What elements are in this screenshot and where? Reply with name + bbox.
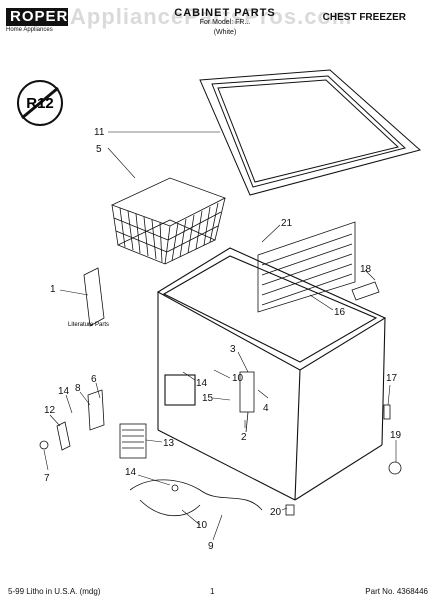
callout-2: 2 (241, 432, 247, 443)
model-line: For Model: FR... (199, 19, 251, 26)
callout-16: 16 (334, 307, 346, 318)
brand-subtitle: Home Appliances (6, 27, 53, 33)
part-19 (388, 461, 402, 475)
footer-part-number: Part No. 4368446 (365, 587, 428, 596)
callout-14a: 14 (196, 378, 208, 389)
callout-17: 17 (386, 373, 398, 384)
callout-3: 3 (230, 344, 236, 355)
page-title: CABINET PARTS (174, 7, 276, 19)
footer-print-info: 5-99 Litho in U.S.A. (mdg) (8, 587, 101, 596)
page-title-block: CABINET PARTS For Model: FR... (White) (150, 8, 300, 38)
callout-8: 8 (75, 383, 81, 394)
part-20 (285, 504, 295, 516)
lid-gasket (199, 69, 422, 196)
leader-lines (43, 131, 397, 541)
callout-12: 12 (44, 405, 56, 416)
literature-label: Literature Parts (68, 322, 109, 328)
callout-15: 15 (202, 393, 214, 404)
grille-13 (119, 423, 147, 459)
callout-4: 4 (263, 403, 269, 414)
footer-page-number: 1 (210, 587, 215, 596)
brand-logo: ROPER Home Appliances (6, 8, 68, 33)
wire-basket (110, 177, 227, 265)
callout-18: 18 (360, 264, 372, 275)
callout-numbers: 11 5 21 18 1 16 3 10 14 6 8 14 15 4 17 1… (44, 127, 402, 552)
callout-10b: 10 (196, 520, 208, 531)
divider-panel (257, 221, 356, 313)
callout-11: 11 (94, 127, 105, 138)
bracket-3 (239, 371, 255, 413)
part-2 (245, 411, 249, 433)
part-12 (56, 421, 71, 451)
cabinet-body (156, 247, 387, 501)
callout-14c: 14 (125, 467, 137, 478)
callout-20: 20 (270, 507, 282, 518)
literature-booklet (83, 267, 105, 327)
callout-13: 13 (163, 438, 175, 449)
watermark: AppliancePartsPros.com (70, 4, 353, 29)
callout-14b: 14 (58, 386, 70, 397)
callout-7: 7 (44, 473, 50, 484)
category-label: CHEST FREEZER (322, 12, 406, 23)
callout-19: 19 (390, 430, 402, 441)
page-header: AppliancePartsPros.com ROPER Home Applia… (0, 0, 434, 48)
r12-text: R12 (26, 95, 54, 112)
part-17 (383, 404, 391, 420)
r12-badge: R12 (17, 80, 63, 126)
part-7 (39, 440, 49, 450)
callout-5: 5 (96, 144, 102, 155)
callout-21: 21 (281, 218, 293, 229)
callout-10: 10 (232, 373, 244, 384)
callout-1: 1 (50, 284, 56, 295)
callout-9: 9 (208, 541, 214, 552)
callout-6: 6 (91, 374, 97, 385)
wire-harness-9 (129, 479, 263, 511)
brand-name: ROPER (6, 8, 68, 26)
label-18 (351, 281, 380, 301)
part-6 (87, 389, 105, 431)
small-parts (39, 267, 402, 517)
color-line: (White) (213, 29, 237, 36)
